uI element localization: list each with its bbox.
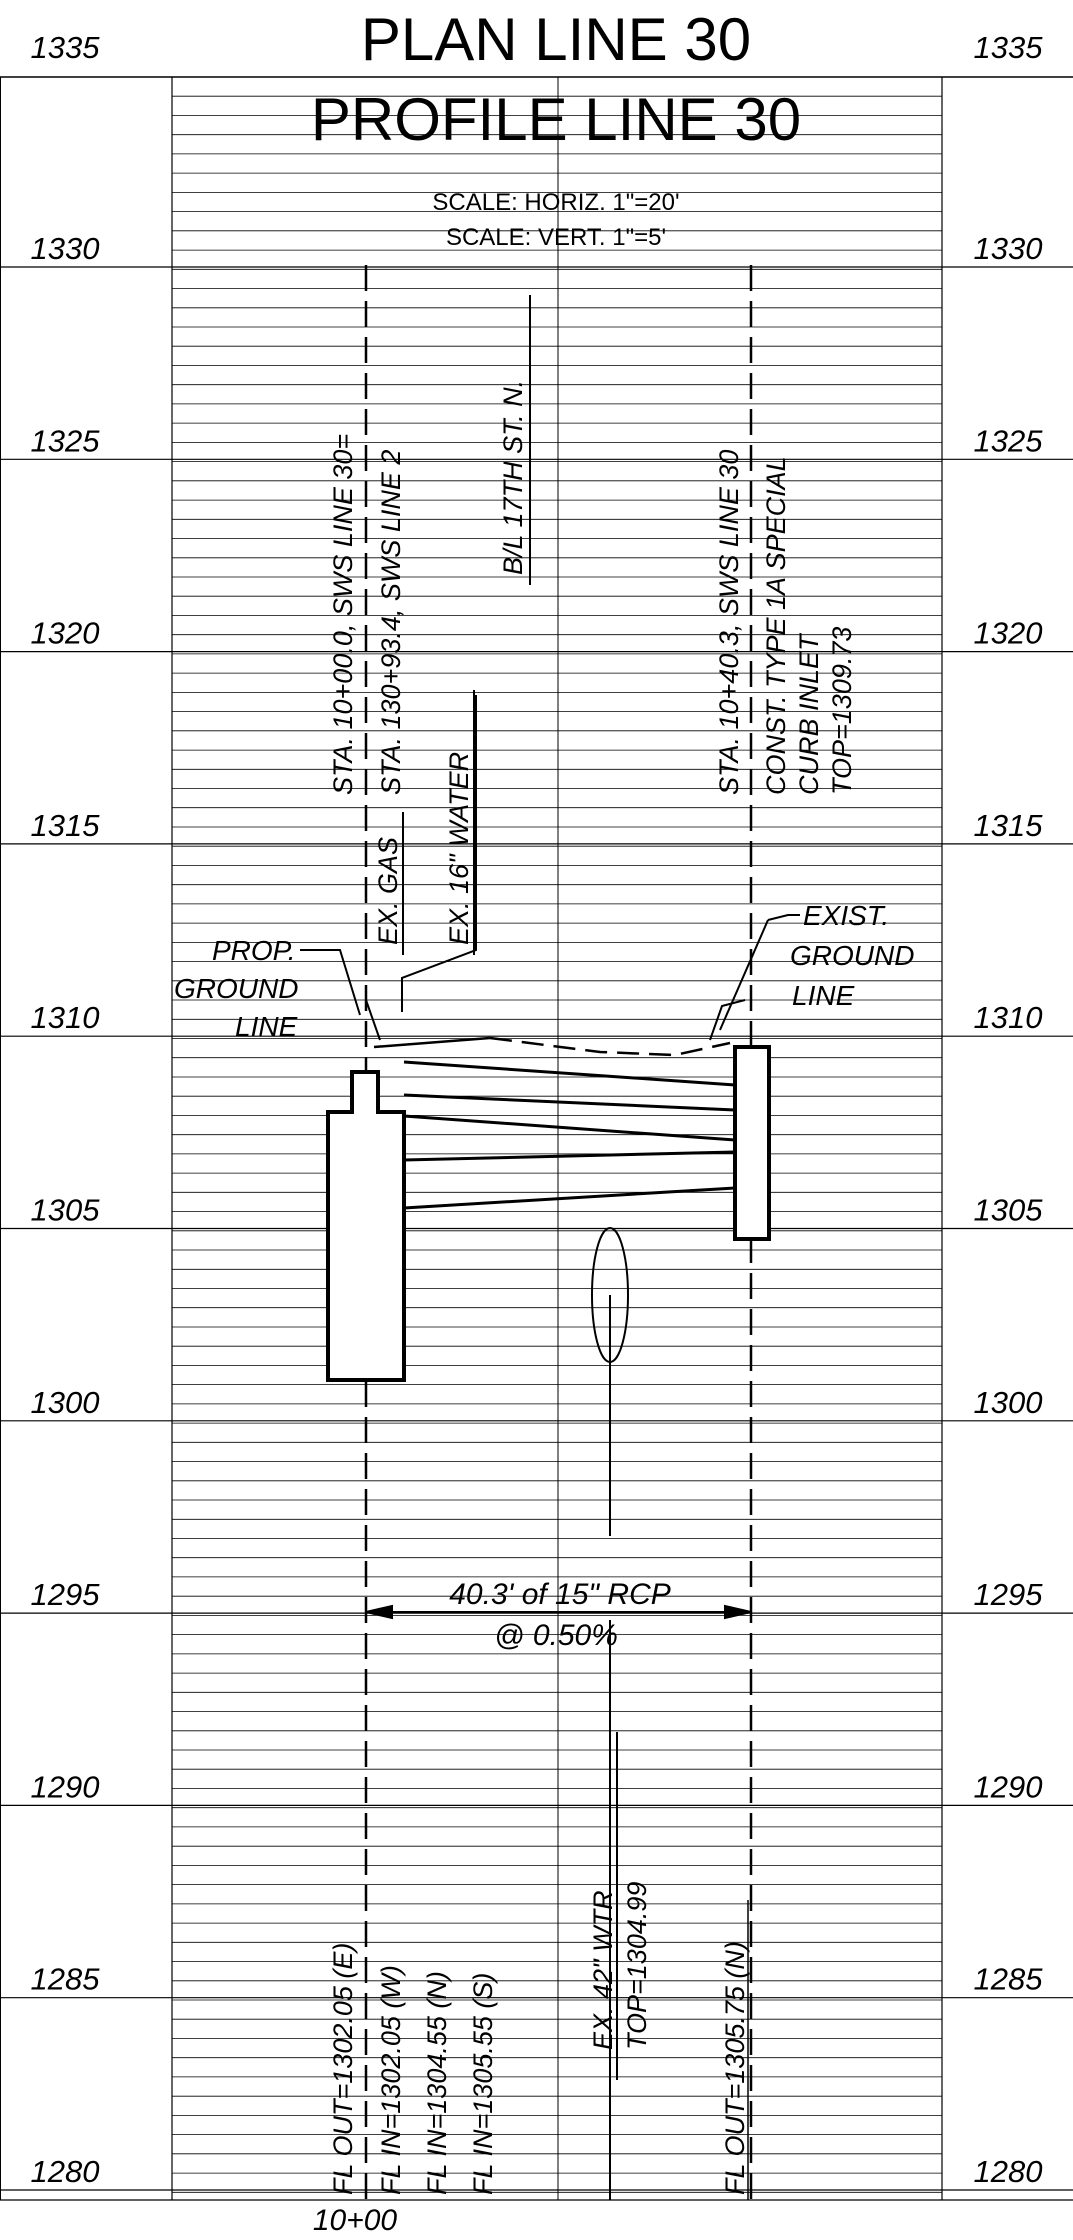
minor-grid: [172, 95, 942, 2193]
exist-ground-1: EXIST.: [803, 900, 889, 931]
station-label: 10+00: [313, 2204, 398, 2237]
elevation-label: 1305: [31, 1193, 101, 1228]
manhole-west: [326, 1070, 406, 1382]
elevation-label: 1295: [974, 1577, 1044, 1612]
exist-ground-3: LINE: [792, 980, 855, 1011]
elevation-label: 1285: [31, 1962, 101, 1997]
elevation-label: 1300: [974, 1385, 1043, 1420]
pipe-label-1: 40.3' of 15" RCP: [449, 1578, 671, 1611]
scale-horiz: SCALE: HORIZ. 1"=20': [432, 189, 679, 216]
horizontal-callouts: PROP. GROUND LINE EXIST. GROUND LINE 40.…: [174, 900, 914, 1652]
callout-inlet-2: CURB INLET: [794, 632, 824, 795]
elevation-label: 1335: [974, 30, 1044, 65]
water-main: [591, 1227, 629, 2200]
prop-ground-1: PROP.: [212, 935, 296, 966]
callout-inlet-1: CONST. TYPE 1A SPECIAL: [761, 456, 791, 795]
pipes: [373, 1036, 736, 1210]
pipe-dimension: [365, 1604, 752, 1620]
elevation-label: 1305: [974, 1193, 1044, 1228]
prop-ground-3: LINE: [235, 1011, 298, 1042]
scale-vert: SCALE: VERT. 1"=5': [446, 224, 666, 251]
elevation-label: 1285: [974, 1962, 1044, 1997]
elevation-label: 1310: [31, 1000, 100, 1035]
elevation-label: 1280: [974, 2154, 1043, 2189]
callout-fl-in-s: FL IN=1305.55 (S): [468, 1973, 498, 2195]
callout-sta-start: STA. 10+00.0, SWS LINE 30=: [328, 434, 358, 795]
elevation-label: 1320: [974, 616, 1043, 651]
elevation-labels-right: 1335 1330 1325 1320 1315 1310 1305 1300 1295 1290…: [974, 30, 1044, 2189]
callout-underlines: [402, 295, 749, 2200]
ground-leaders: [300, 695, 800, 1041]
elevation-label: 1280: [31, 2154, 100, 2189]
callout-baseline: B/L 17TH ST. N.: [498, 380, 528, 575]
structures: [326, 1045, 771, 1382]
elevation-label: 1330: [31, 231, 100, 266]
elevation-label: 1310: [974, 1000, 1043, 1035]
elevation-label: 1315: [974, 808, 1044, 843]
elevation-label: 1325: [31, 423, 101, 458]
callout-wtr-1: EX. 42" WTR: [588, 1890, 618, 2050]
elevation-label: 1315: [31, 808, 101, 843]
curb-inlet: [733, 1045, 771, 1241]
callout-wtr-2: TOP=1304.99: [622, 1882, 652, 2050]
callout-gas: EX. GAS: [373, 837, 403, 945]
grid-frame: [0, 76, 1073, 2201]
elevation-label: 1300: [31, 1385, 100, 1420]
exist-ground-2: GROUND: [790, 940, 914, 971]
elevation-labels-left: 1335 1330 1325 1320 1315 1310 1305 1300 1295 1290…: [31, 30, 101, 2189]
pipe-label-2: @ 0.50%: [494, 1619, 618, 1652]
callout-fl-in-n: FL IN=1304.55 (N): [422, 1971, 452, 2195]
major-grid: [0, 266, 1073, 2191]
callout-fl-out-n: FL OUT=1305.75 (N): [720, 1941, 750, 2195]
callout-sta-end: STA. 10+40.3, SWS LINE 30: [714, 450, 744, 795]
callout-water16: EX. 16" WATER: [444, 752, 474, 945]
elevation-label: 1325: [974, 423, 1044, 458]
callout-fl-in-w: FL IN=1302.05 (W): [376, 1965, 406, 2195]
elevation-label: 1290: [974, 1769, 1043, 1804]
elevation-label: 1330: [974, 231, 1043, 266]
elevation-label: 1320: [31, 616, 100, 651]
elevation-label: 1295: [31, 1577, 101, 1612]
vertical-callouts: STA. 10+00.0, SWS LINE 30= STA. 130+93.4…: [328, 380, 857, 2195]
plan-title: PLAN LINE 30: [361, 6, 751, 73]
callout-sta-line2: STA. 130+93.4, SWS LINE 2: [376, 450, 406, 795]
profile-title: PROFILE LINE 30: [311, 86, 801, 153]
elevation-label: 1290: [31, 1769, 100, 1804]
prop-ground-2: GROUND: [174, 973, 298, 1004]
callout-inlet-3: TOP=1309.73: [827, 627, 857, 795]
callout-fl-out-e: FL OUT=1302.05 (E): [328, 1943, 358, 2195]
elevation-label: 1335: [31, 30, 101, 65]
